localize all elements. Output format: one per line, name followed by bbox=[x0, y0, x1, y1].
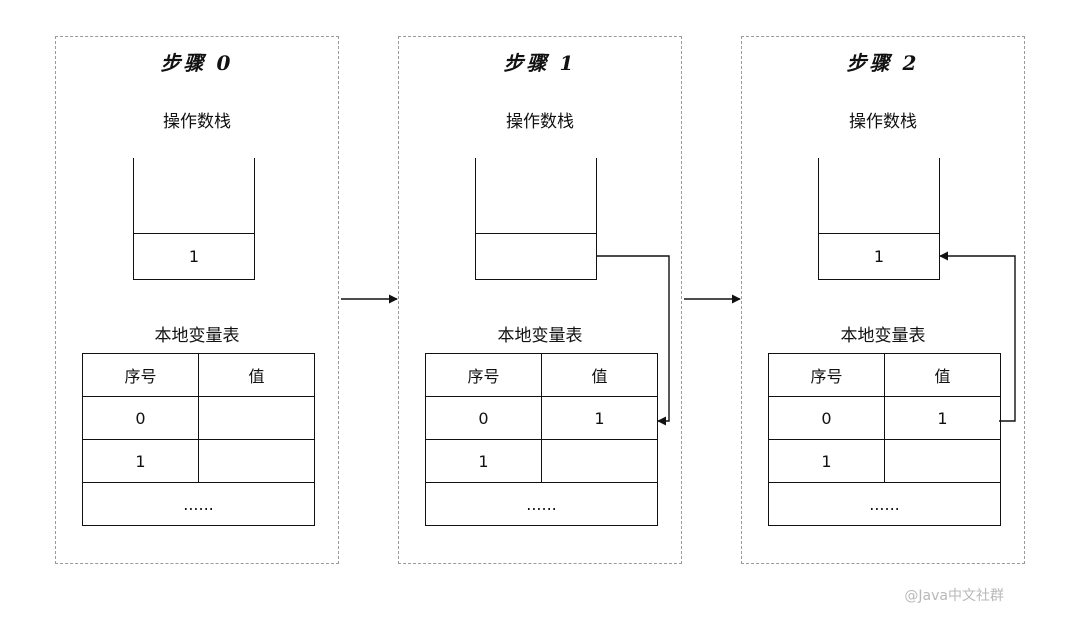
index-cell: 1 bbox=[768, 439, 885, 483]
load-arrow bbox=[939, 251, 1016, 422]
step-panel-0: 步骤 0 操作数栈 1 本地变量表 序号 值 0 1 ...... bbox=[55, 36, 339, 564]
index-cell: 0 bbox=[768, 396, 885, 440]
table-row: 0 1 bbox=[768, 396, 1001, 440]
local-variable-table-label: 本地变量表 bbox=[154, 326, 240, 346]
stack-cell: 1 bbox=[819, 233, 939, 279]
operand-stack-label: 操作数栈 bbox=[506, 112, 574, 132]
operand-stack-label: 操作数栈 bbox=[163, 112, 231, 132]
stack-cell: 1 bbox=[134, 233, 254, 279]
step-title: 步骤 2 bbox=[846, 51, 920, 75]
ellipsis-cell: ...... bbox=[425, 482, 658, 526]
table-row: 0 1 bbox=[425, 396, 658, 440]
table-header-row: 序号 值 bbox=[768, 353, 1001, 397]
step-title: 步骤 0 bbox=[160, 51, 234, 75]
column-header-index: 序号 bbox=[425, 353, 542, 397]
ellipsis-cell: ...... bbox=[768, 482, 1001, 526]
local-variable-table: 序号 值 0 1 1 ...... bbox=[768, 353, 1001, 526]
stack-cell bbox=[476, 233, 596, 279]
store-arrow bbox=[597, 255, 670, 426]
column-header-index: 序号 bbox=[768, 353, 885, 397]
table-row-more: ...... bbox=[425, 482, 658, 526]
ellipsis-cell: ...... bbox=[82, 482, 315, 526]
table-header-row: 序号 值 bbox=[425, 353, 658, 397]
table-row: 1 bbox=[82, 439, 315, 483]
step-panel-1: 步骤 1 操作数栈 本地变量表 序号 值 0 1 1 ...... bbox=[398, 36, 682, 564]
value-cell bbox=[541, 439, 658, 483]
column-header-value: 值 bbox=[884, 353, 1001, 397]
index-cell: 1 bbox=[82, 439, 199, 483]
table-row: 1 bbox=[425, 439, 658, 483]
watermark: @Java中文社群 bbox=[904, 588, 1004, 604]
local-variable-table: 序号 值 0 1 ...... bbox=[82, 353, 315, 526]
operand-stack bbox=[475, 158, 597, 280]
step-panel-2: 步骤 2 操作数栈 1 本地变量表 序号 值 0 1 1 ...... bbox=[741, 36, 1025, 564]
step-title: 步骤 1 bbox=[503, 51, 577, 75]
table-row-more: ...... bbox=[82, 482, 315, 526]
index-cell: 0 bbox=[425, 396, 542, 440]
table-row-more: ...... bbox=[768, 482, 1001, 526]
operand-stack: 1 bbox=[133, 158, 255, 280]
table-row: 0 bbox=[82, 396, 315, 440]
local-variable-table-label: 本地变量表 bbox=[840, 326, 926, 346]
value-cell bbox=[198, 439, 315, 483]
value-cell: 1 bbox=[541, 396, 658, 440]
table-row: 1 bbox=[768, 439, 1001, 483]
value-cell bbox=[198, 396, 315, 440]
operand-stack-label: 操作数栈 bbox=[849, 112, 917, 132]
value-cell: 1 bbox=[884, 396, 1001, 440]
local-variable-table: 序号 值 0 1 1 ...... bbox=[425, 353, 658, 526]
index-cell: 1 bbox=[425, 439, 542, 483]
local-variable-table-label: 本地变量表 bbox=[497, 326, 583, 346]
operand-stack: 1 bbox=[818, 158, 940, 280]
